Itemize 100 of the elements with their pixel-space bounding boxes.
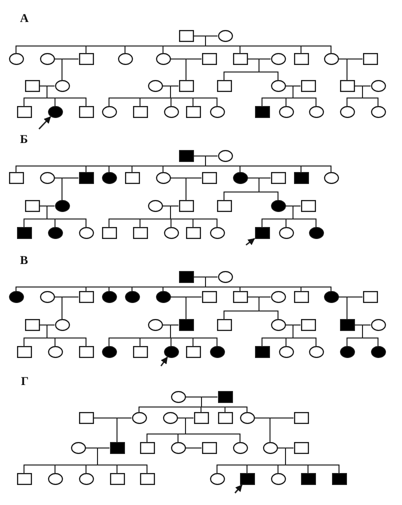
male-symbol: [8, 172, 24, 184]
male-symbol: [78, 346, 94, 358]
female-symbol: [148, 200, 162, 212]
panel-letter: Г: [21, 375, 29, 387]
female-symbol: [270, 53, 286, 65]
female-symbol: [218, 150, 232, 162]
male-symbol: [110, 473, 124, 485]
descent-line: [186, 296, 202, 320]
affected-female-symbol: [48, 227, 62, 239]
female-symbol: [308, 106, 324, 118]
female-symbol: [170, 442, 186, 454]
affected-male-symbol: [254, 346, 270, 358]
descent-line: [62, 178, 79, 200]
descent-line: [292, 86, 316, 106]
descent-line: [346, 58, 363, 80]
panel-letter: Б: [20, 133, 28, 145]
female-symbol: [132, 412, 146, 424]
descent-line: [292, 206, 316, 228]
female-symbol: [370, 80, 386, 92]
descent-line: [62, 296, 79, 320]
affected-male-symbol: [240, 473, 254, 485]
male-symbol: [362, 53, 378, 65]
affected-female-symbol: [54, 200, 70, 212]
female-symbol: [210, 106, 224, 118]
male-symbol: [202, 291, 216, 303]
affected-male-symbol: [254, 227, 270, 239]
male-symbol: [294, 53, 308, 65]
panel-letter: А: [20, 12, 29, 24]
proband-arrow: [246, 238, 256, 246]
male-symbol: [270, 172, 286, 184]
descent-line: [270, 418, 294, 442]
female-symbol: [70, 442, 86, 454]
male-symbol: [140, 473, 154, 485]
male-symbol: [186, 227, 200, 239]
female-symbol: [308, 346, 324, 358]
male-symbol: [218, 412, 232, 424]
female-symbol: [240, 412, 254, 424]
affected-male-symbol: [16, 227, 32, 239]
male-symbol: [232, 291, 248, 303]
male-symbol: [300, 80, 316, 92]
male-symbol: [216, 200, 232, 212]
male-symbol: [340, 80, 354, 92]
male-symbol: [216, 319, 232, 331]
descent-line: [362, 86, 378, 106]
female-symbol: [164, 106, 178, 118]
affected-female-symbol: [48, 106, 62, 118]
female-symbol: [78, 227, 94, 239]
male-symbol: [362, 291, 378, 303]
female-symbol: [270, 473, 286, 485]
affected-female-symbol: [102, 291, 116, 303]
male-symbol: [294, 412, 308, 424]
female-symbol: [278, 346, 294, 358]
male-symbol: [202, 53, 216, 65]
male-symbol: [140, 442, 154, 454]
female-symbol: [40, 291, 54, 303]
affected-female-symbol: [156, 291, 170, 303]
female-symbol: [156, 53, 170, 65]
affected-female-symbol: [164, 346, 178, 358]
descent-line: [258, 58, 278, 80]
affected-female-symbol: [340, 346, 354, 358]
affected-female-symbol: [370, 346, 386, 358]
male-symbol: [24, 80, 40, 92]
descent-line: [258, 178, 278, 200]
descent-line: [292, 324, 316, 346]
descent-line: [346, 296, 363, 320]
male-symbol: [186, 346, 200, 358]
female-symbol: [278, 227, 294, 239]
affected-male-symbol: [178, 319, 194, 331]
female-symbol: [340, 106, 354, 118]
descent-line: [62, 58, 79, 80]
affected-male-symbol: [218, 391, 232, 403]
male-symbol: [178, 80, 194, 92]
affected-female-symbol: [324, 291, 338, 303]
descent-line: [46, 324, 86, 346]
male-symbol: [294, 442, 308, 454]
male-symbol: [178, 200, 194, 212]
female-symbol: [118, 53, 132, 65]
male-symbol: [24, 319, 40, 331]
female-symbol: [148, 80, 162, 92]
female-symbol: [54, 80, 70, 92]
female-symbol: [210, 227, 224, 239]
female-symbol: [164, 227, 178, 239]
descent-line: [97, 448, 148, 474]
affected-male-symbol: [178, 150, 194, 162]
descent-line: [186, 58, 202, 80]
female-symbol: [210, 473, 224, 485]
male-symbol: [78, 291, 94, 303]
female-symbol: [156, 172, 170, 184]
male-symbol: [216, 80, 232, 92]
affected-female-symbol: [102, 172, 116, 184]
female-symbol: [278, 106, 294, 118]
male-symbol: [16, 346, 32, 358]
male-symbol: [300, 319, 316, 331]
female-symbol: [40, 53, 54, 65]
female-symbol: [270, 291, 286, 303]
male-symbol: [132, 227, 148, 239]
female-symbol: [102, 106, 116, 118]
affected-female-symbol: [8, 291, 24, 303]
affected-female-symbol: [102, 346, 116, 358]
proband-arrow: [234, 484, 242, 494]
